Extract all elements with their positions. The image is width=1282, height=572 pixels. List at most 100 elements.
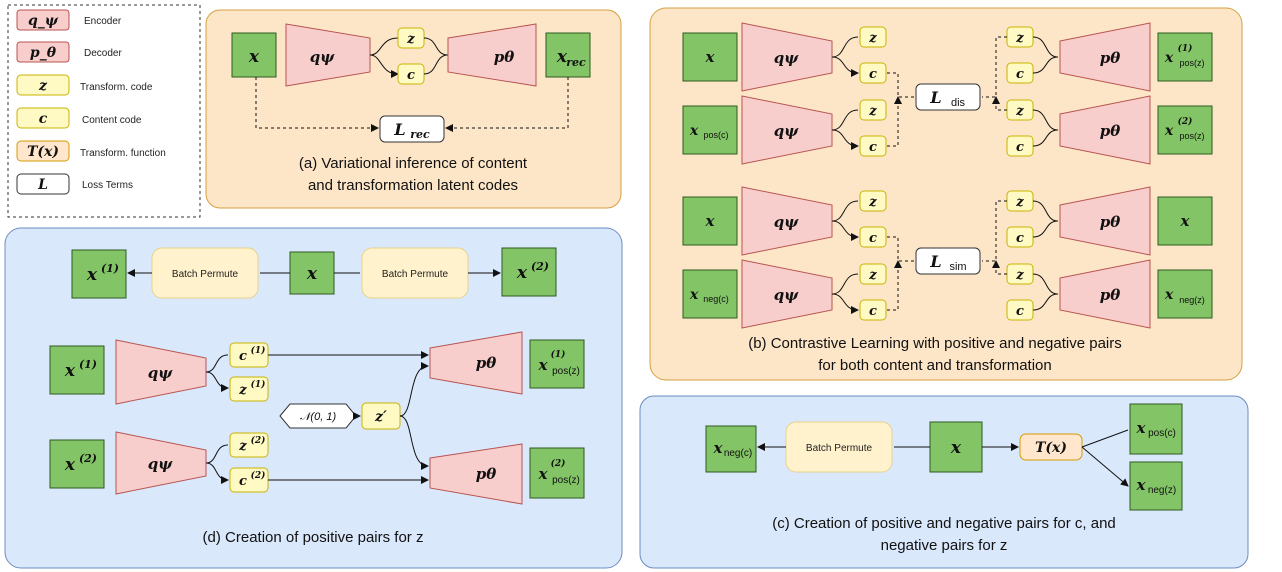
b-z-box-3 [859,190,887,212]
b-dis-in [887,72,914,147]
a-output-sub: rec [566,56,586,69]
b-loss-dis-box [915,83,981,111]
b-encoder-2 [741,95,833,165]
b-c-box-4 [859,299,887,321]
legend-loss-swatch [16,173,70,195]
d-zprime-up [399,362,429,417]
c-input-box [929,421,983,473]
b-output-sup-1: (1) [1178,43,1193,54]
legend-symbol-c: c [39,111,48,127]
d-batch-permute-right-label: Batch Permute [382,269,449,280]
d-decoder-2 [429,443,523,505]
c-out-top-box [1129,403,1183,455]
b-decoder-2 [1059,95,1151,165]
d-zprime-down [399,415,429,470]
d-decoder-1 [429,331,523,395]
c-out-top-sub: pos(c) [1148,428,1176,439]
d-z2-box [229,432,269,458]
c-out-left-sub: neg(c) [724,448,752,459]
b-z-label-4: z [868,268,877,283]
legend-symbol-z: z [38,78,48,94]
b-merge-1 [1032,36,1059,74]
d-z1-label: z [238,383,247,398]
d-zprime-label: z′ [374,409,387,425]
b-decoder-label-4: pθ [1100,286,1121,304]
legend-decoder-swatch [16,41,70,63]
b-split-4 [831,273,858,310]
c-input-label: x [950,438,962,458]
d-top-x2-label: x [516,263,528,283]
d-out1-label: x [538,356,549,374]
legend-label-encoder: Encoder [84,16,122,27]
b-input-sub-2: pos(c) [703,130,728,140]
d-encoder-1 [115,339,207,405]
b-output-sub-4: neg(z) [1179,295,1205,305]
b-z-label-3: z [868,195,877,210]
b-c-box-2 [859,135,887,157]
b-dec-z-label-3: z [1015,195,1024,210]
legend-label-decoder: Decoder [84,48,122,59]
b-sim-out [982,200,1007,275]
d-batch-permute-left-label: Batch Permute [172,269,239,280]
legend-label-z: Transform. code [80,82,153,93]
legend-label-tfunc: Transform. function [80,148,166,159]
d-out1-box [529,339,585,389]
legend: q_ψ Encoder p_θ Decoder z Transform. cod… [7,4,201,218]
b-encoder-1 [741,22,833,92]
c-caption-1: (c) Creation of positive and negative pa… [772,515,1116,532]
a-loss-out [445,77,569,132]
d-x2-label: x [64,455,76,475]
b-decoder-label-2: pθ [1100,122,1121,140]
d-z1-sup: (1) [251,379,266,390]
b-z-box-4 [859,263,887,285]
b-c-label-2: c [869,140,877,155]
c-out-bottom-label: x [1136,476,1147,494]
b-dec-c-label-1: c [1016,67,1024,82]
b-loss-sim-sub: sim [949,261,966,273]
a-c-label: c [407,68,415,83]
c-caption-2: negative pairs for z [881,537,1008,554]
b-encoder-label-2: qψ [774,122,799,140]
panel-a: x qψ z c pθ x rec L rec (a) Variational … [205,9,622,209]
d-decoder-2-label: pθ [476,465,497,483]
d-out1-sub: pos(z) [552,366,580,377]
d-caption: (d) Creation of positive pairs for z [203,529,424,546]
b-output-label-3: x [1180,212,1191,230]
b-input-box-4 [682,269,738,319]
b-input-label-1: x [705,48,716,66]
a-input-label: x [248,47,260,67]
panel-c: x neg(c) Batch Permute x T(x) x pos(c) x… [639,395,1249,569]
d-input-box [289,251,335,295]
legend-tfunc-swatch [16,140,70,162]
a-caption-1: (a) Variational inference of content [299,155,528,172]
d-input-label: x [306,264,318,284]
d-out2-sub: pos(z) [552,475,580,486]
b-dec-z-label-4: z [1015,268,1024,283]
d-z1-box [229,376,269,402]
b-encoder-4 [741,259,833,329]
b-decoder-3 [1059,186,1151,256]
b-input-box-3 [682,196,738,246]
legend-symbol-encoder: q_ψ [28,13,59,29]
d-c2-sup: (2) [251,470,266,481]
b-merge-4 [1032,273,1059,311]
b-z-box-2 [859,99,887,121]
legend-c-swatch [16,107,70,129]
a-loss-label: L [393,120,405,139]
b-encoder-label-1: qψ [774,49,799,67]
b-c-label-4: c [869,304,877,319]
b-output-box-1 [1157,32,1213,82]
b-encoder-label-3: qψ [774,213,799,231]
c-batch-permute-label: Batch Permute [806,443,873,454]
panel-d: x (1) Batch Permute x Batch Permute x (2… [4,227,623,569]
d-top-x2-sup: (2) [531,260,549,273]
b-output-sup-2: (2) [1178,116,1193,127]
d-out2-box [529,447,585,499]
d-encoder-2 [115,431,207,495]
a-input-box [231,32,277,78]
d-x2-sup: (2) [79,452,97,465]
d-encoder-1-label: qψ [148,364,173,382]
b-split-3 [831,200,858,237]
a-decoder-label: pθ [494,48,515,66]
